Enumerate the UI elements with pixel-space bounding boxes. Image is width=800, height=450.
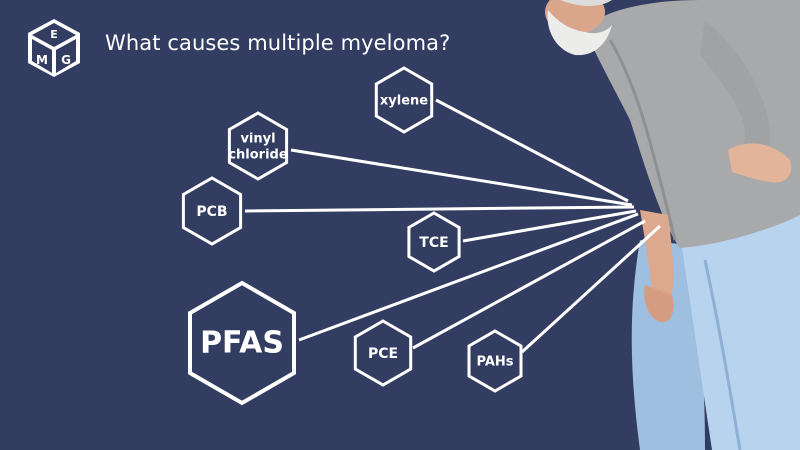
svg-text:M: M: [36, 53, 48, 67]
hexagon-shape: [374, 66, 434, 134]
hexagon-shape: [467, 329, 523, 393]
svg-text:E: E: [50, 28, 58, 41]
chemical-label: PAHs: [476, 355, 513, 370]
chemical-label: chloride: [228, 148, 288, 163]
elderly-man-back-pain-icon: [545, 0, 800, 450]
chemical-label: vinyl: [240, 131, 275, 146]
chemical-node-vinyl-chloride: vinyl chloride: [227, 111, 289, 181]
hexagon-shape: [227, 111, 289, 181]
connector-line-tce: [462, 209, 637, 243]
connector-line-pce: [412, 219, 646, 350]
chemical-node-pcb: PCB: [181, 176, 243, 246]
chemical-node-xylene: xylene: [374, 66, 434, 134]
hexagon-shape: [407, 211, 461, 273]
chemical-label: PCB: [196, 204, 227, 220]
chemical-label: TCE: [419, 235, 448, 251]
connector-line-xylene: [435, 98, 629, 203]
chemical-node-pahs: PAHs: [467, 329, 523, 393]
chemical-node-pce: PCE: [353, 319, 413, 387]
connector-line-vinyl-chloride: [290, 148, 633, 207]
connector-lines: [244, 98, 662, 354]
hexagon-shape: [188, 280, 296, 406]
page-title: What causes multiple myeloma?: [105, 31, 451, 55]
chemical-label: PFAS: [200, 326, 284, 361]
svg-text:G: G: [61, 53, 71, 67]
hexagon-shape: [181, 176, 243, 246]
connector-line-pcb: [244, 205, 635, 213]
connector-line-pahs: [520, 224, 662, 354]
chemical-node-pfas: PFAS: [188, 280, 296, 406]
chemical-node-tce: TCE: [407, 211, 461, 273]
connector-line-pfas: [298, 212, 639, 342]
chemical-label: PCE: [368, 346, 398, 362]
cube-logo-icon: E M G: [28, 19, 80, 77]
hexagon-shape: [353, 319, 413, 387]
chemical-label: xylene: [380, 94, 428, 109]
